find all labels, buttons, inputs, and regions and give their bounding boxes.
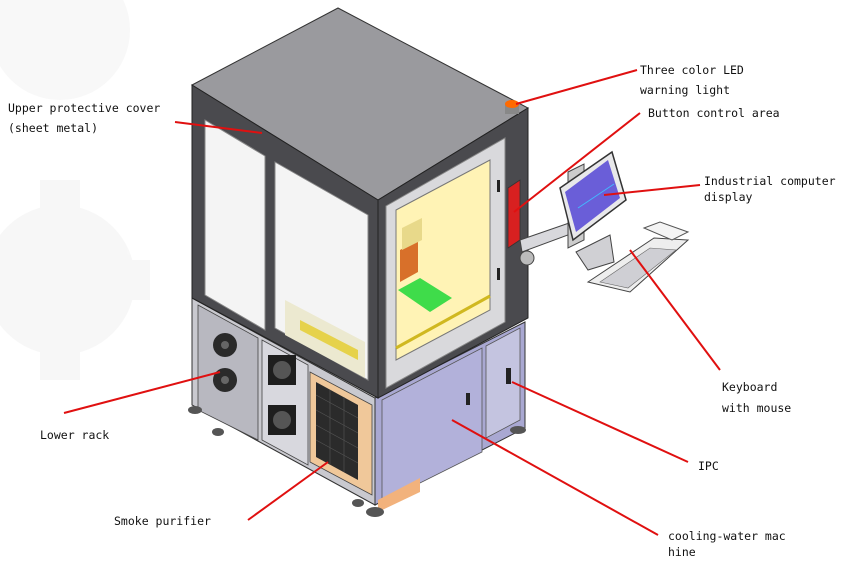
leader-rack [63,371,221,414]
label-upper-protective-cover: Upper protective cover [8,101,161,115]
warning-light-icon [505,100,519,114]
leader-led [515,69,638,105]
keyboard-mouse [575,221,690,293]
label-cooling-water-cont: hine [668,545,696,559]
cooling-water-cabinet [374,321,526,512]
label-display: display [704,190,753,204]
rack-fan-icon [213,333,237,392]
label-keyboard: Keyboard [722,380,778,394]
casters [188,406,526,517]
industrial-display [519,150,627,266]
leader-keyboard [629,249,721,371]
leader-lines [63,69,721,536]
label-with-mouse: with mouse [722,401,792,415]
smoke-purifier [309,371,373,496]
label-industrial-computer: Industrial computer [704,174,836,188]
leader-ipc [511,381,689,463]
label-warning-light: warning light [640,83,731,97]
label-button-control-area: Button control area [648,106,780,120]
label-smoke-purifier: Smoke purifier [114,514,211,528]
rack-fan-icon-2 [268,355,296,435]
label-sheet-metal: (sheet metal) [8,121,99,135]
label-ipc: IPC [698,459,719,473]
leader-cooling [451,419,659,536]
label-lower-rack: Lower rack [40,428,110,442]
leader-display [603,184,701,196]
leader-cover [174,121,263,134]
leader-button [513,112,641,213]
label-cooling-water: cooling-water mac [668,529,786,543]
leader-smoke [247,461,329,521]
upper-protective-cover [190,7,530,399]
background-gear-watermark [0,0,150,380]
label-three-color-led: Three color LED [640,63,744,77]
